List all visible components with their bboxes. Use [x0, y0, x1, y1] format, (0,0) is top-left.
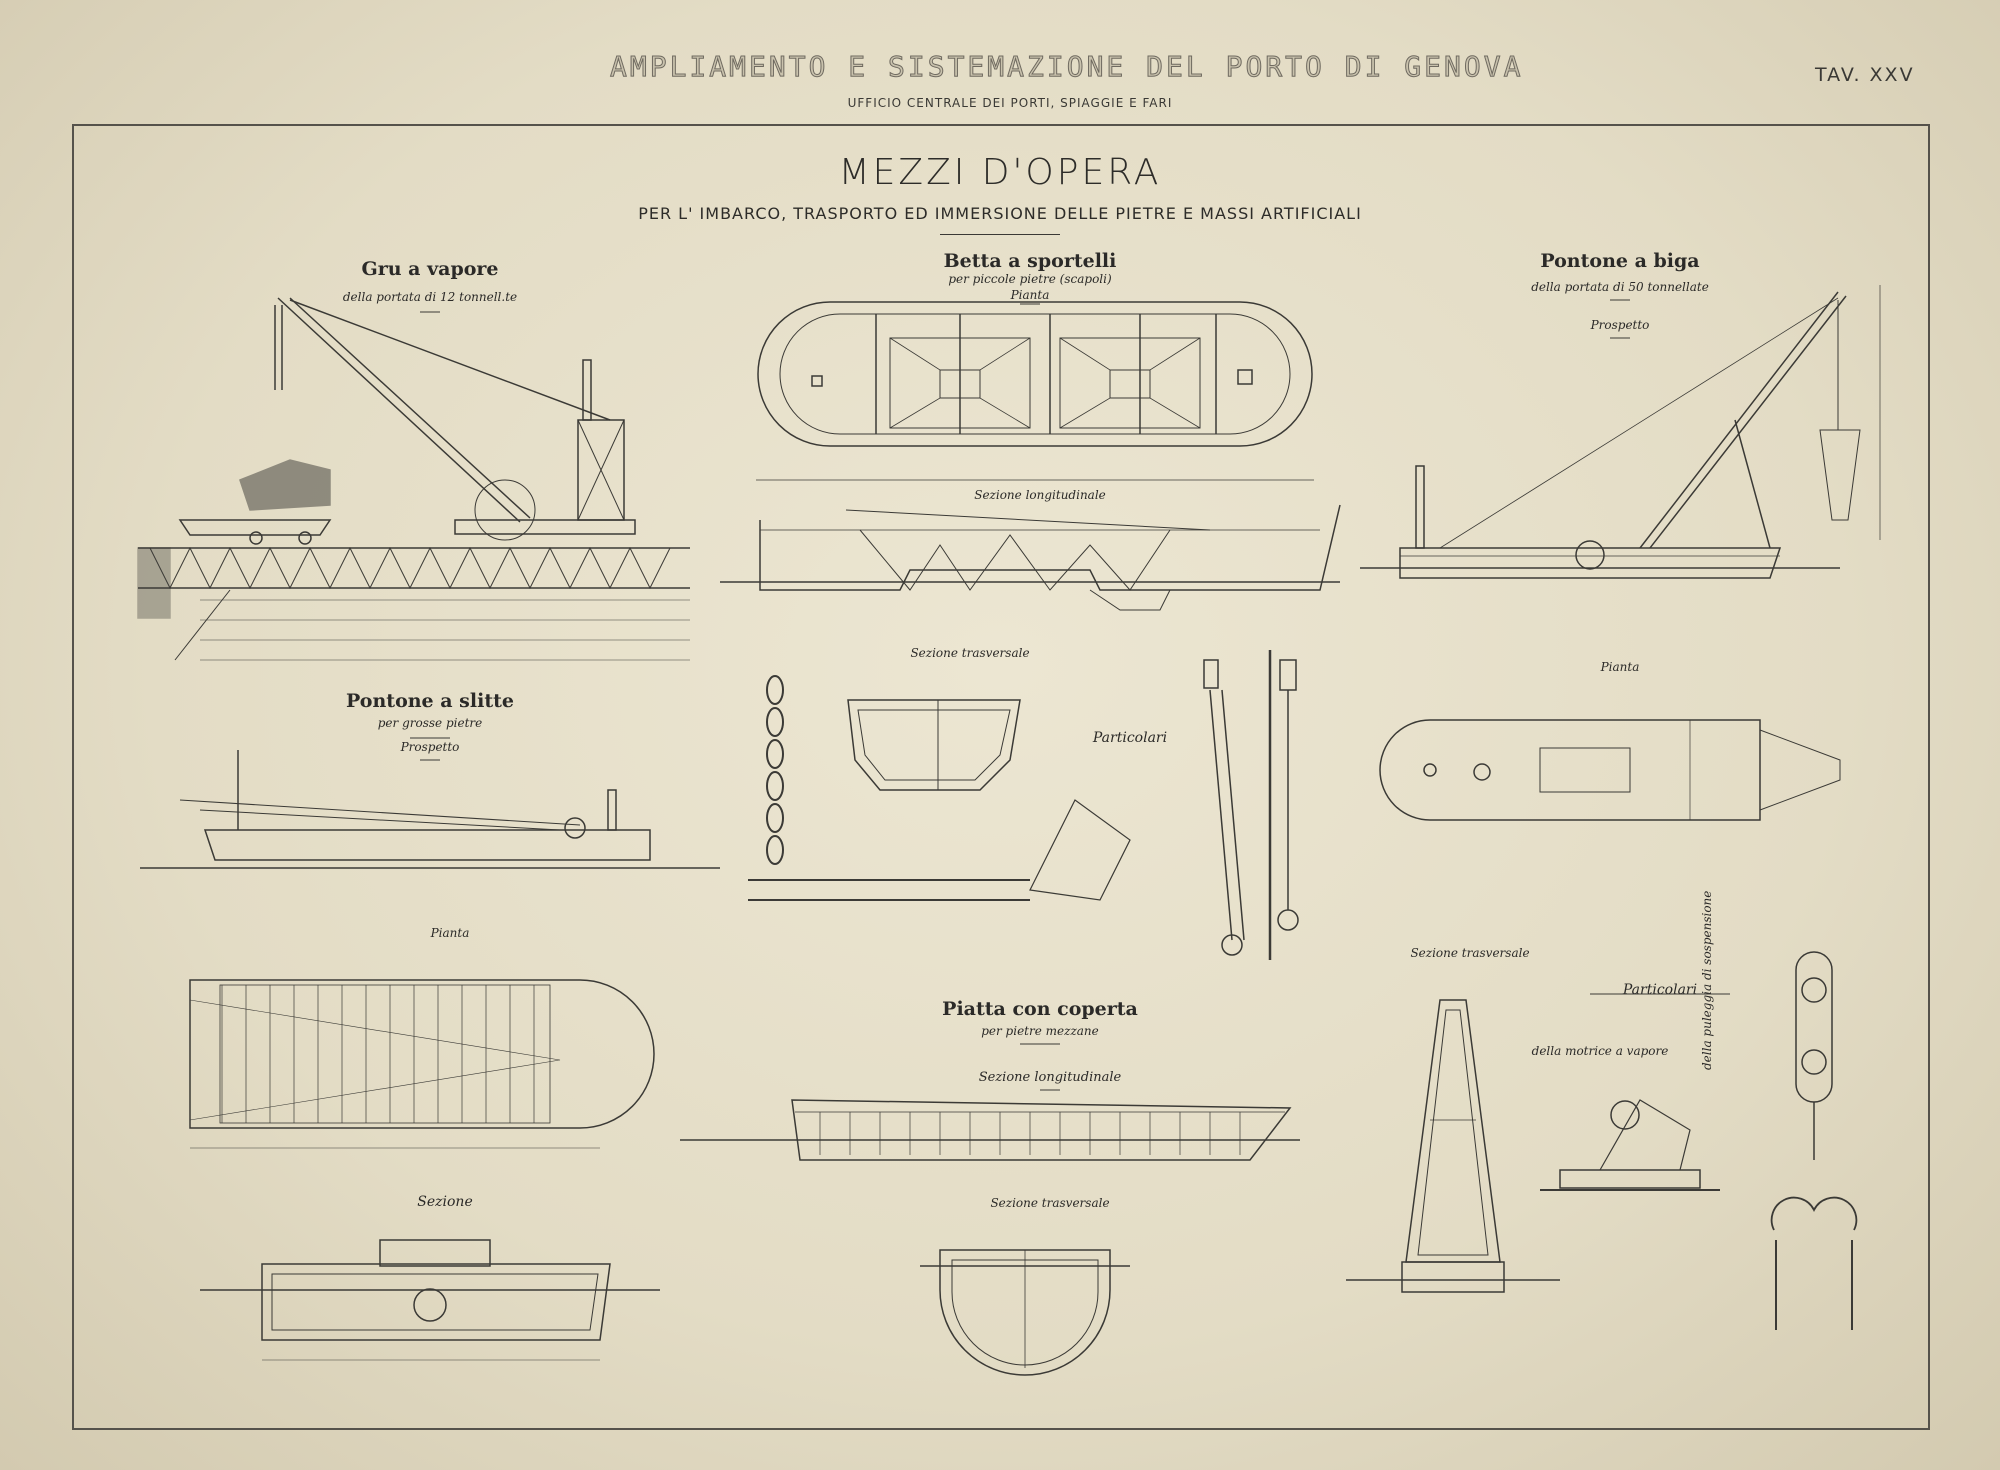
- slitte-plan-label: Pianta: [430, 926, 470, 940]
- betta-plan-label: Pianta: [1010, 288, 1050, 302]
- slitte-section-drawing: [200, 1239, 660, 1361]
- biga-elevation-drawing: [1360, 285, 1881, 579]
- betta-transverse-label: Sezione trasversale: [910, 646, 1030, 660]
- biga-capacity: della portata di 50 tonnellate: [1531, 280, 1709, 294]
- biga-plan-label: Pianta: [1600, 660, 1640, 674]
- slitte-title: Pontone a slitte: [346, 690, 514, 712]
- gru-a-vapore-drawing: [137, 297, 690, 661]
- sheet-subtitle: PER L' IMBARCO, TRASPORTO ED IMMERSIONE …: [638, 204, 1362, 223]
- betta-title: Betta a sportelli: [943, 250, 1117, 272]
- betta-details-label: Particolari: [1092, 730, 1168, 746]
- gru-capacity: della portata di 12 tonnell.te: [342, 290, 518, 304]
- hook-detail-drawing: [1203, 650, 1299, 960]
- betta-transverse-drawing: [847, 699, 1021, 791]
- title-rule: [940, 234, 1060, 235]
- biga-title: Pontone a biga: [1540, 250, 1700, 272]
- slitte-note: per grosse pietre: [377, 716, 483, 730]
- sheet-title: MEZZI D'OPERA: [838, 152, 1162, 193]
- piatta-transverse-drawing: [920, 1249, 1130, 1376]
- biga-plan-drawing: [1379, 719, 1841, 821]
- plate-number: TAV. XXV: [1815, 64, 1915, 86]
- series-title: AMPLIAMENTO E SISTEMAZIONE DEL PORTO DI …: [610, 50, 1524, 84]
- engine-label: della motrice a vapore: [1531, 1044, 1669, 1058]
- slitte-plan-drawing: [189, 979, 655, 1149]
- betta-note: per piccole pietre (scapoli): [948, 272, 1112, 286]
- slitte-section-label: Sezione: [417, 1194, 473, 1210]
- piatta-transverse-label: Sezione trasversale: [990, 1196, 1110, 1210]
- biga-elevation-label: Prospetto: [1590, 318, 1650, 332]
- betta-longitudinal-drawing: [720, 504, 1341, 611]
- sheet-frame: [72, 124, 1930, 1430]
- slitte-elevation-drawing: [140, 750, 720, 869]
- label-underlines: [410, 299, 1730, 1091]
- office-name: UFFICIO CENTRALE DEI PORTI, SPIAGGIE E F…: [847, 96, 1173, 110]
- piatta-longitudinal-drawing: [680, 1099, 1300, 1161]
- pulley-detail-drawing: [1770, 951, 1858, 1330]
- piatta-note: per pietre mezzane: [981, 1024, 1099, 1038]
- betta-plan-drawing: [756, 301, 1314, 481]
- engine-detail-drawing: [1540, 1099, 1720, 1191]
- biga-transverse-drawing: [1346, 999, 1560, 1293]
- betta-longitudinal-label: Sezione longitudinale: [974, 488, 1106, 502]
- piatta-title: Piatta con coperta: [942, 998, 1138, 1020]
- gru-title: Gru a vapore: [361, 258, 499, 280]
- chain-drawing: [748, 675, 1131, 901]
- biga-transverse-label: Sezione trasversale: [1410, 946, 1530, 960]
- piatta-longitudinal-label: Sezione longitudinale: [978, 1070, 1122, 1085]
- slitte-elevation-label: Prospetto: [400, 740, 460, 754]
